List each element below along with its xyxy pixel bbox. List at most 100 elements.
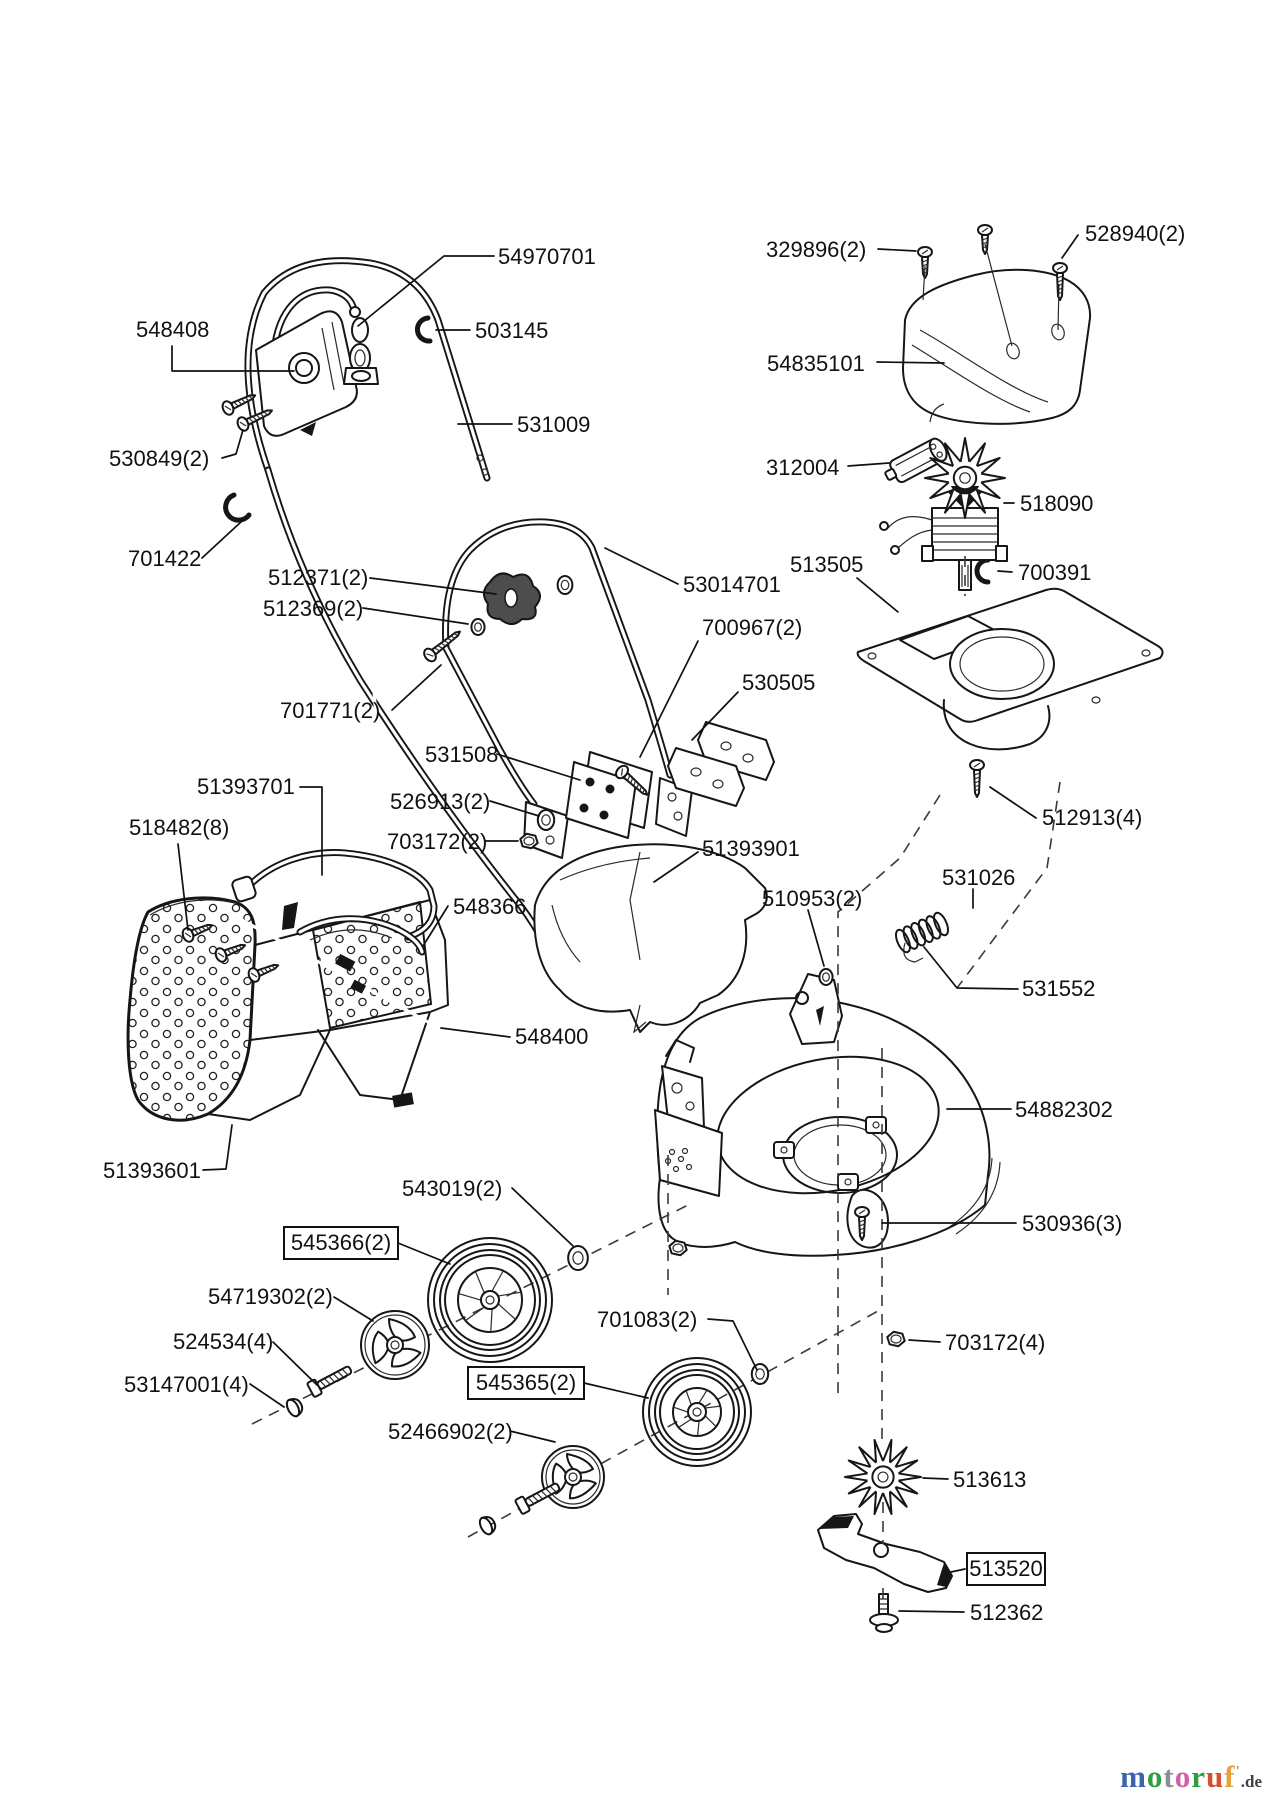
screw-guide-line bbox=[1057, 283, 1060, 331]
washer-512369 bbox=[470, 618, 486, 636]
leader-line bbox=[201, 520, 243, 559]
hub-wheel-52466902 bbox=[541, 1445, 605, 1509]
leader-line bbox=[583, 1382, 649, 1399]
leader-line bbox=[847, 462, 890, 467]
part-label-700391: 700391 bbox=[1018, 560, 1091, 585]
catcher-top-frame-51393701 bbox=[231, 849, 438, 941]
part-label-513520: 513520 bbox=[969, 1556, 1042, 1581]
part-label-545365(2): 545365(2) bbox=[476, 1370, 576, 1395]
part-label-54719302(2): 54719302(2) bbox=[208, 1284, 333, 1309]
leader-line bbox=[876, 361, 945, 364]
screw-518482 bbox=[214, 943, 247, 963]
logo-letter: m bbox=[1120, 1759, 1147, 1794]
part-label-530849(2): 530849(2) bbox=[109, 446, 209, 471]
cable-clip-503145 bbox=[414, 315, 433, 344]
cable-clamp-54970701 bbox=[343, 317, 379, 385]
part-label-512371(2): 512371(2) bbox=[268, 565, 368, 590]
leader-line bbox=[489, 800, 540, 817]
leader-line bbox=[509, 1430, 556, 1443]
capacitor-312004 bbox=[884, 437, 948, 484]
screw-530936 bbox=[854, 1206, 870, 1241]
handle-clamp-531508 bbox=[565, 751, 653, 839]
part-label-548408: 548408 bbox=[136, 317, 209, 342]
logo-letter: u bbox=[1206, 1759, 1225, 1794]
blade-513520 bbox=[817, 1513, 953, 1593]
leader-line bbox=[272, 1341, 318, 1386]
fan-impeller-513613 bbox=[844, 1438, 922, 1516]
part-label-53147001(4): 53147001(4) bbox=[124, 1372, 249, 1397]
washer-701083 bbox=[750, 1363, 770, 1385]
part-label-518482(8): 518482(8) bbox=[129, 815, 229, 840]
part-label-545366(2): 545366(2) bbox=[291, 1230, 391, 1255]
leader-line bbox=[249, 1383, 285, 1408]
part-label-512362: 512362 bbox=[970, 1600, 1043, 1625]
leader-line bbox=[653, 851, 699, 883]
leader-line bbox=[691, 691, 739, 741]
screw-512913 bbox=[969, 759, 985, 798]
part-label-518090: 518090 bbox=[1020, 491, 1093, 516]
leader-line bbox=[333, 1296, 374, 1322]
spring-531552 bbox=[894, 911, 950, 954]
part-label-543019(2): 543019(2) bbox=[402, 1176, 502, 1201]
blade-bolt-512362 bbox=[869, 1593, 899, 1633]
screw-329896 bbox=[917, 246, 933, 279]
motor-armature-518090 bbox=[879, 486, 1008, 591]
leader-line bbox=[877, 248, 917, 252]
dashed-guide-line bbox=[837, 794, 941, 1395]
part-label-box-545365(2) bbox=[467, 1366, 585, 1400]
part-label-513505: 513505 bbox=[790, 552, 863, 577]
nut-703172 bbox=[886, 1330, 906, 1348]
leader-line bbox=[707, 1318, 758, 1371]
part-label-701771(2): 701771(2) bbox=[280, 698, 380, 723]
leader-line bbox=[362, 607, 469, 625]
wing-knob-512371 bbox=[483, 572, 541, 625]
axle-cap-53147001 bbox=[478, 1516, 497, 1536]
logo-domain-suffix: .de bbox=[1240, 1772, 1262, 1791]
leader-line bbox=[221, 429, 244, 459]
screw-700967 bbox=[615, 764, 649, 796]
leader-line bbox=[369, 577, 497, 595]
mulch-insert-51393901 bbox=[533, 843, 768, 1034]
fan-impeller-motor-fan-518090 bbox=[924, 437, 1006, 519]
cable-clip-701422 bbox=[223, 492, 252, 523]
screw-530849 bbox=[236, 409, 274, 432]
switch-housing-548408 bbox=[255, 286, 382, 770]
part-label-530936(3): 530936(3) bbox=[1022, 1211, 1122, 1236]
part-label-531552: 531552 bbox=[1022, 976, 1095, 1001]
leader-line bbox=[177, 843, 189, 931]
screw-guide-line bbox=[922, 265, 926, 301]
hub-wheel-54719302 bbox=[360, 1310, 430, 1380]
part-label-700967(2): 700967(2) bbox=[702, 615, 802, 640]
logo-trademark-tick: ' bbox=[1235, 1763, 1241, 1780]
part-label-526913(2): 526913(2) bbox=[390, 789, 490, 814]
part-label-329896(2): 329896(2) bbox=[766, 237, 866, 262]
logo-letter: r bbox=[1191, 1759, 1206, 1794]
leader-line bbox=[997, 570, 1013, 573]
wheel-545365 bbox=[642, 1357, 752, 1467]
leader-line bbox=[440, 1027, 511, 1038]
bolt-524534 bbox=[306, 1365, 353, 1398]
leader-line bbox=[391, 664, 442, 711]
motor-mount-plate-513505 bbox=[856, 587, 1164, 751]
axle-cap-53147001 bbox=[285, 1398, 304, 1418]
part-label-531009: 531009 bbox=[517, 412, 590, 437]
part-label-51393601: 51393601 bbox=[103, 1158, 201, 1183]
leader-line bbox=[171, 345, 295, 372]
leader-line bbox=[908, 1339, 941, 1343]
leader-line bbox=[357, 255, 495, 327]
leader-line bbox=[511, 1187, 574, 1247]
part-label-530505: 530505 bbox=[742, 670, 815, 695]
part-label-54882302: 54882302 bbox=[1015, 1097, 1113, 1122]
part-label-512369(2): 512369(2) bbox=[263, 596, 363, 621]
leader-line bbox=[1061, 234, 1079, 259]
leader-line bbox=[923, 946, 1019, 990]
leader-line bbox=[989, 786, 1037, 819]
nut-703172 bbox=[668, 1239, 688, 1257]
leader-line bbox=[299, 786, 323, 876]
leader-line bbox=[496, 753, 581, 781]
part-label-510953(2): 510953(2) bbox=[762, 886, 862, 911]
part-label-503145: 503145 bbox=[475, 318, 548, 343]
motor-cover-54835101 bbox=[902, 268, 1092, 425]
